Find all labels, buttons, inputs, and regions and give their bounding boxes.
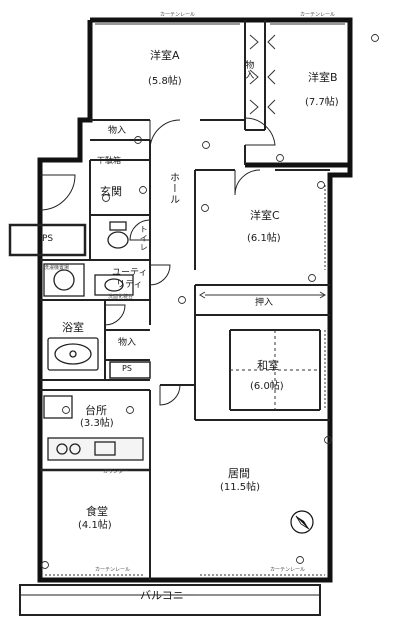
western-room-b-area: (7.7帖)	[305, 97, 339, 108]
storage-vertical-label: 物入	[243, 60, 254, 80]
balcony	[19, 584, 321, 616]
closet-label: 押入	[255, 298, 274, 308]
utility-label-line1: ユーティ	[112, 268, 148, 278]
japanese-room-area: (6.0帖)	[250, 381, 284, 392]
dining-room-name: 食堂	[86, 505, 108, 518]
curtain-rail-label-top-a: カーテンレール	[160, 12, 196, 18]
western-room-b-name: 洋室B	[308, 71, 338, 84]
washbasin-label: 洗面化粧台	[108, 294, 134, 300]
western-room-c-name: 洋室C	[250, 209, 280, 222]
curtain-rail-label-top-b: カーテンレール	[300, 12, 336, 18]
window-rails	[45, 23, 345, 576]
counter-label: カウンター	[103, 469, 129, 475]
living-room-area: (11.5帖)	[220, 482, 261, 493]
kitchen-name: 台所	[85, 404, 107, 417]
kitchen-area: (3.3帖)	[80, 418, 114, 429]
north-arrow-icon	[290, 510, 314, 534]
hall-label: ホール	[167, 172, 179, 205]
curtain-rail-label-bottom-a: カーテンレール	[95, 567, 131, 573]
washer-label: 洗濯機置場	[44, 265, 70, 271]
dining-room-area: (4.1帖)	[78, 520, 112, 531]
entrance-label: 玄関	[100, 185, 122, 198]
storage-top-label: 物入	[108, 126, 127, 136]
outlet-symbols	[41, 34, 379, 569]
western-room-c-area: (6.1帖)	[247, 233, 281, 244]
shoe-box-label: 下駄箱	[97, 156, 121, 165]
counter-and-fixtures	[40, 221, 150, 472]
western-room-a-area: (5.8帖)	[148, 76, 182, 87]
curtain-rail-label-bottom-b: カーテンレール	[270, 567, 306, 573]
japanese-room-name: 和室	[257, 359, 279, 372]
bath-label: 浴室	[62, 321, 84, 334]
interior-walls	[8, 20, 330, 580]
closet-shelf-marks	[199, 34, 326, 410]
living-room-name: 居間	[228, 467, 250, 480]
western-room-a-name: 洋室A	[150, 49, 180, 62]
utility-label-line2: リティ	[116, 280, 143, 290]
balcony-label: バルコニー	[140, 589, 195, 602]
thick-exterior-walls	[37, 17, 353, 583]
toilet-label: トイレ	[139, 225, 149, 252]
ps-left-label: PS	[42, 234, 54, 244]
storage-bath-label: 物入	[118, 338, 137, 348]
door-swings	[39, 117, 276, 406]
ps-bottom-label: PS	[122, 364, 132, 373]
